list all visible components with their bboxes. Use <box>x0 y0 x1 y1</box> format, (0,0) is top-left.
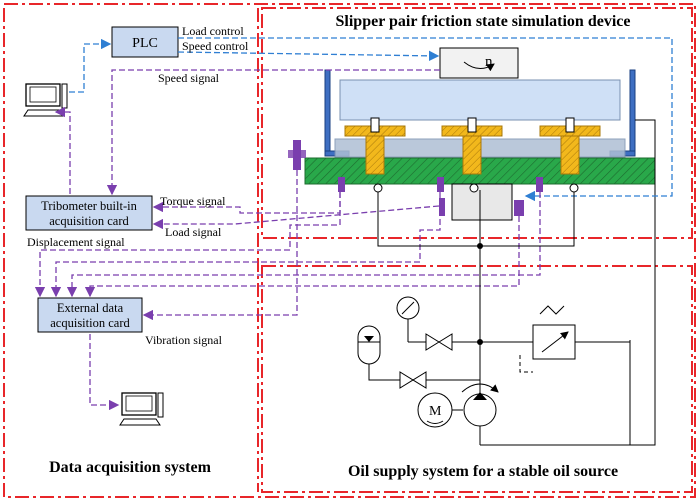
computer-icon <box>23 83 68 117</box>
speed-control-line <box>177 50 440 62</box>
valve-icon <box>399 371 427 389</box>
torque-signal-label: Torque signal <box>160 194 226 208</box>
load-sensor-right <box>514 200 524 216</box>
displacement-probe-2 <box>437 177 444 192</box>
speed-signal-line <box>106 69 440 196</box>
slipper-3 <box>539 117 601 175</box>
load-control-line <box>178 37 673 202</box>
vibration-signal-line <box>142 170 298 321</box>
oil-line-distribution <box>377 192 575 247</box>
oil-title: Oil supply system for a stable oil sourc… <box>348 463 618 480</box>
motor-label: M <box>429 404 442 419</box>
tribometer-label-line1: Tribometer built-in <box>41 199 137 213</box>
pump-icon <box>461 383 499 427</box>
tribometer-card-box <box>25 195 153 231</box>
load-signal-line-2 <box>84 216 520 298</box>
vibration-sensor-mount <box>288 150 306 158</box>
pressure-gauge-icon <box>396 296 420 342</box>
load-sensor-left <box>439 198 445 216</box>
oil-line-right <box>480 119 656 446</box>
plc-box <box>111 26 179 58</box>
load-signal-line <box>152 205 440 230</box>
displacement-probe-3 <box>536 177 543 192</box>
device-frame <box>261 7 693 239</box>
housing-right-wall <box>629 69 636 157</box>
displacement-signal-label: Displacement signal <box>27 235 125 249</box>
motor-icon: M <box>417 392 453 428</box>
valve-icon <box>425 333 453 351</box>
displacement-signal-line-3 <box>66 192 541 298</box>
external-label-line2: acquisition card <box>50 316 130 330</box>
displacement-probe-1 <box>338 177 345 192</box>
tribometer-to-computer-line <box>54 106 71 194</box>
device-title: Slipper pair friction state simulation d… <box>336 13 631 30</box>
spindle-motor-box <box>439 47 519 79</box>
displacement-signal-line-1 <box>34 192 341 298</box>
rotation-arrow-icon <box>463 61 495 72</box>
external-card-box <box>37 297 143 333</box>
load-cylinder-block <box>451 183 513 221</box>
daq-title: Data acquisition system <box>49 459 211 476</box>
slipper-2 <box>441 117 503 175</box>
housing-left-wall <box>324 69 331 157</box>
load-signal-label: Load signal <box>165 225 222 239</box>
plc-label: PLC <box>132 36 158 51</box>
speed-signal-label: Speed signal <box>158 71 220 85</box>
outer-frame <box>3 3 696 498</box>
external-label-line1: External data <box>57 301 124 315</box>
tribometer-label-line2: acquisition card <box>49 214 129 228</box>
speed-symbol: n <box>485 54 493 70</box>
slipper-1 <box>344 117 406 175</box>
external-to-computer-line <box>89 334 120 411</box>
vibration-signal-label: Vibration signal <box>145 333 223 347</box>
speed-control-label: Speed control <box>182 39 249 53</box>
accumulator-icon <box>357 325 381 365</box>
plc-to-computer-line <box>69 38 112 93</box>
computer-icon <box>119 392 164 426</box>
upper-plate <box>339 79 621 121</box>
load-control-label: Load control <box>182 24 244 38</box>
oil-frame <box>261 265 693 493</box>
relief-valve-icon <box>516 305 576 373</box>
